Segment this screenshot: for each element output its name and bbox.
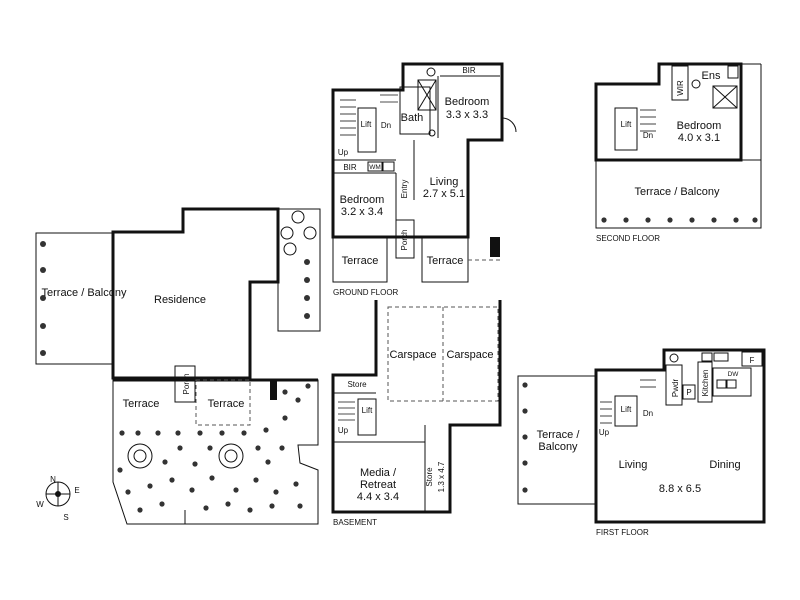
site-lower-garden bbox=[112, 379, 319, 525]
gf-bedroom2-size: 3.2 x 3.4 bbox=[341, 206, 383, 218]
site-terrace-plants bbox=[40, 241, 46, 356]
gf-bedroom1-name: Bedroom bbox=[445, 96, 490, 108]
gf-terrace-left-label: Terrace bbox=[342, 255, 379, 267]
compass-icon: N E S W bbox=[36, 475, 79, 522]
bsmt-media-size: 4.4 x 3.4 bbox=[357, 491, 399, 503]
bsmt-lift-label: Lift bbox=[362, 406, 373, 415]
ff-kitchen-label: Kitchen bbox=[701, 370, 710, 397]
gf-bir-left-label: BIR bbox=[343, 163, 357, 172]
sf-lift-label: Lift bbox=[621, 120, 632, 129]
sf-terrace-label: Terrace / Balcony bbox=[635, 186, 720, 198]
basement-outline bbox=[331, 300, 502, 514]
gf-living-name: Living bbox=[430, 176, 459, 188]
site-garden-plants bbox=[280, 210, 317, 319]
gf-lift-label: Lift bbox=[361, 120, 372, 129]
gf-bir-top-label: BIR bbox=[462, 66, 476, 75]
ff-lift-label: Lift bbox=[621, 405, 632, 414]
bsmt-store-label: Store bbox=[347, 380, 367, 389]
bsmt-media-name2: Retreat bbox=[360, 479, 396, 491]
bsmt-store2-size: 1.3 x 4.7 bbox=[437, 461, 446, 492]
first-floor-plan: Terrace / Balcony Lift Up Dn Pwdr P Kitc… bbox=[517, 348, 766, 537]
ff-pwdr-label: Pwdr bbox=[671, 379, 680, 398]
ff-size-label: 8.8 x 6.5 bbox=[659, 483, 701, 495]
gf-living-size: 2.7 x 5.1 bbox=[423, 188, 465, 200]
bsmt-carspace1-label: Carspace bbox=[389, 349, 436, 361]
gf-bedroom1-size: 3.3 x 3.3 bbox=[446, 109, 488, 121]
site-lower-shrubs bbox=[117, 383, 311, 513]
site-terrace-right-box bbox=[195, 379, 251, 426]
compass-s-label: S bbox=[63, 513, 68, 522]
sf-terrace-plants bbox=[601, 217, 758, 223]
sf-dn-label: Dn bbox=[643, 131, 653, 140]
site-garden-strip bbox=[277, 208, 321, 332]
bsmt-media-name: Media / bbox=[360, 467, 397, 479]
ff-living-label: Living bbox=[619, 459, 648, 471]
compass-w-label: W bbox=[36, 500, 44, 509]
bsmt-carspace2-label: Carspace bbox=[446, 349, 493, 361]
site-terrace-balcony-label: Terrace / Balcony bbox=[42, 287, 127, 299]
first-floor-outline bbox=[594, 348, 766, 524]
site-lower-trees bbox=[127, 443, 244, 469]
gf-up-label: Up bbox=[338, 148, 349, 157]
second-floor-title: SECOND FLOOR bbox=[596, 234, 660, 243]
residence-label: Residence bbox=[154, 294, 206, 306]
sf-bedroom-name: Bedroom bbox=[677, 120, 722, 132]
basement-title: BASEMENT bbox=[333, 518, 377, 527]
sf-ens-label: Ens bbox=[702, 70, 721, 82]
ff-dw-label: DW bbox=[728, 371, 740, 378]
ff-dn-label: Dn bbox=[643, 409, 653, 418]
basement-plan: Carspace Carspace Store Lift Up Media / … bbox=[331, 300, 502, 527]
site-terrace-left-label: Terrace bbox=[123, 398, 160, 410]
ff-terrace-line1: Terrace / bbox=[537, 429, 581, 441]
sf-bedroom-size: 4.0 x 3.1 bbox=[678, 132, 720, 144]
gf-wm-label: WM bbox=[369, 164, 381, 171]
site-plan: Terrace / Balcony Residence Porch Terrac… bbox=[35, 207, 321, 525]
ff-terrace-plants bbox=[522, 382, 528, 493]
gf-entry-label: Entry bbox=[400, 180, 409, 199]
second-floor-plan: WIR Ens Lift Dn Bedroom 4.0 x 3.1 Terrac… bbox=[594, 62, 762, 243]
compass-e-label: E bbox=[74, 486, 79, 495]
ground-floor-plan: Lift Up Dn Bath BIR Bedroom 3.3 x 3.3 BI… bbox=[331, 62, 517, 297]
ground-floor-title: GROUND FLOOR bbox=[333, 288, 399, 297]
bsmt-store2-name: Store bbox=[425, 467, 434, 487]
bsmt-up-label: Up bbox=[338, 426, 349, 435]
ff-f-label: F bbox=[750, 356, 755, 365]
gf-bath-label: Bath bbox=[401, 112, 424, 124]
compass-n-label: N bbox=[50, 475, 56, 484]
ff-p-label: P bbox=[686, 388, 691, 397]
site-porch-label: Porch bbox=[182, 374, 191, 395]
site-terrace-right-label: Terrace bbox=[208, 398, 245, 410]
gf-bedroom2-name: Bedroom bbox=[340, 194, 385, 206]
sf-wir-label: WIR bbox=[676, 80, 685, 96]
ff-up-label: Up bbox=[599, 428, 610, 437]
ff-terrace-line2: Balcony bbox=[538, 441, 578, 453]
gf-terrace-right-label: Terrace bbox=[427, 255, 464, 267]
gf-dn-label: Dn bbox=[381, 121, 391, 130]
ff-dining-label: Dining bbox=[709, 459, 740, 471]
gf-porch-label: Porch bbox=[400, 230, 409, 251]
site-porch-box bbox=[174, 365, 196, 403]
first-floor-title: FIRST FLOOR bbox=[596, 528, 649, 537]
